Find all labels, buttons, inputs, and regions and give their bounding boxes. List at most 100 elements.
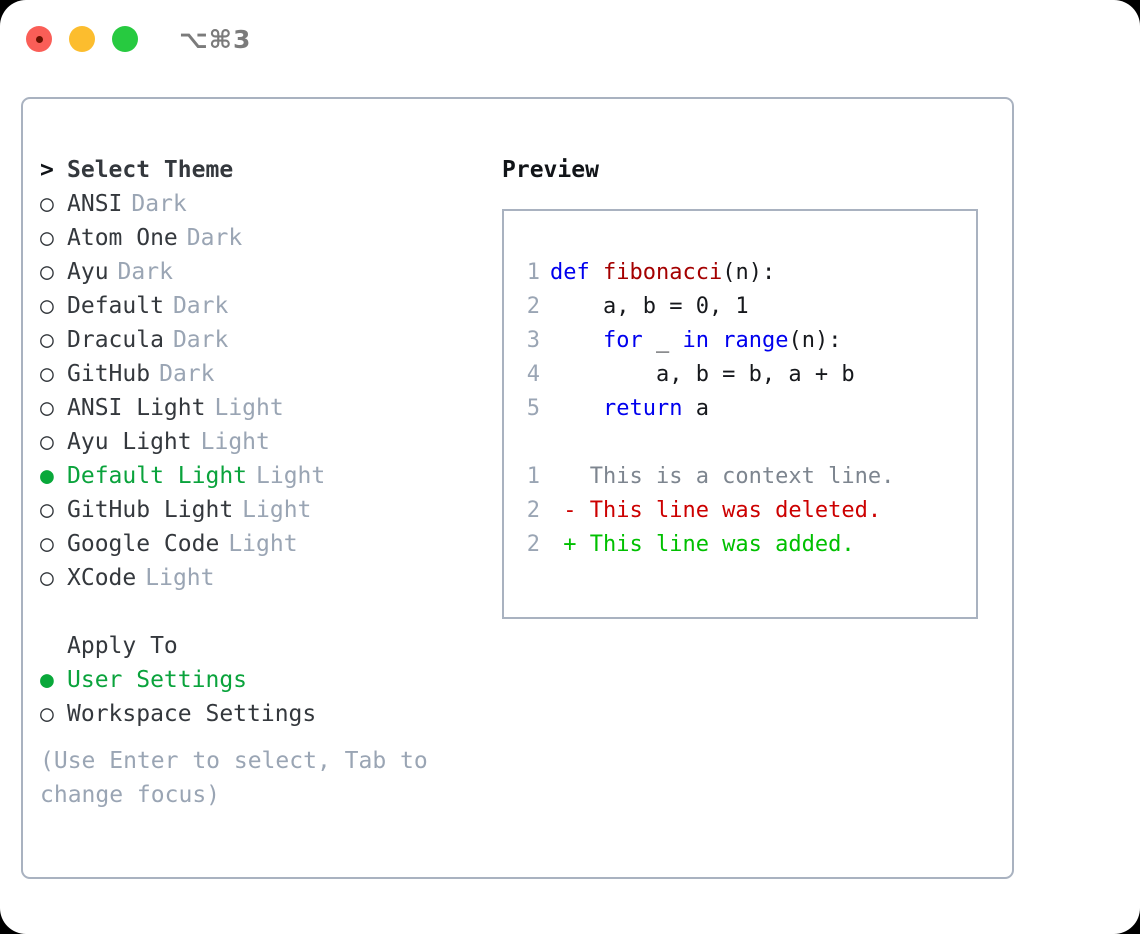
theme-category-label: Light [228, 531, 298, 557]
code-token-kw: def [550, 260, 603, 285]
theme-name-label: Ayu [67, 259, 109, 285]
preview-title: Preview [502, 157, 599, 183]
line-number: 1 [526, 464, 540, 489]
code-diff-spacer [504, 426, 976, 460]
apply-to-header: Apply To [40, 629, 480, 663]
line-number: 4 [526, 362, 540, 387]
code-line: 3 for _ in range(n): [504, 324, 976, 358]
code-token-plain: (n): [788, 328, 842, 353]
radio-unselected-icon: ○ [40, 429, 54, 455]
theme-category-label: Light [242, 497, 312, 523]
code-token-plain: _ [642, 328, 683, 353]
radio-selected-icon: ● [40, 463, 54, 489]
line-number: 2 [526, 498, 540, 523]
code-line-text: - This line was deleted. [550, 494, 881, 528]
theme-category-label: Light [256, 463, 326, 489]
theme-picker-title: Select Theme [67, 157, 234, 183]
radio-unselected-icon: ○ [40, 327, 54, 353]
theme-name-label: Default Light [67, 463, 248, 489]
code-token-plain [550, 396, 603, 421]
theme-list-item[interactable]: ● Default Light Light [40, 459, 480, 493]
diff-line: 2 - This line was deleted. [504, 494, 976, 528]
radio-unselected-icon: ○ [40, 531, 54, 557]
theme-category-label: Dark [131, 191, 187, 217]
radio-unselected-icon: ○ [40, 361, 54, 387]
code-line-text: return a [550, 392, 709, 426]
theme-name-label: GitHub [67, 361, 151, 387]
theme-list-item[interactable]: ○ Atom One Dark [40, 221, 480, 255]
code-token-kw: range [722, 328, 789, 353]
theme-name-label: Default [67, 293, 164, 319]
code-token-add: + This line was added. [550, 532, 855, 557]
code-line-text: This is a context line. [550, 460, 895, 494]
maximize-icon[interactable] [112, 26, 138, 52]
code-line-text: a, b = 0, 1 [550, 290, 749, 324]
diff-sample: 1 This is a context line.2 - This line w… [504, 460, 976, 562]
theme-name-label: Ayu Light [67, 429, 192, 455]
theme-name-label: GitHub Light [67, 497, 234, 523]
theme-list-item[interactable]: ○ GitHub Light Light [40, 493, 480, 527]
code-token-plain [550, 328, 603, 353]
code-token-del: - This line was deleted. [550, 498, 882, 523]
theme-list-item[interactable]: ○ Dracula Dark [40, 323, 480, 357]
theme-name-label: XCode [67, 565, 137, 591]
code-line-text: a, b = b, a + b [550, 358, 855, 392]
radio-unselected-icon: ○ [40, 395, 54, 421]
theme-name-label: Dracula [67, 327, 164, 353]
theme-name-label: ANSI [67, 191, 123, 217]
radio-unselected-icon: ○ [40, 497, 54, 523]
keyboard-hint-text: (Use Enter to select, Tab to change focu… [40, 748, 442, 808]
code-line: 4 a, b = b, a + b [504, 358, 976, 392]
diff-line: 2 + This line was added. [504, 528, 976, 562]
diff-line: 1 This is a context line. [504, 460, 976, 494]
code-token-ctx: This is a context line. [550, 464, 895, 489]
theme-list-item[interactable]: ○ GitHub Dark [40, 357, 480, 391]
code-line-text: def fibonacci(n): [550, 256, 775, 290]
code-line: 2 a, b = 0, 1 [504, 290, 976, 324]
apply-to-option[interactable]: ●User Settings [40, 663, 480, 697]
theme-category-label: Dark [186, 225, 243, 251]
apply-to-option[interactable]: ○ Workspace Settings [40, 697, 480, 731]
radio-unselected-icon: ○ [40, 225, 54, 251]
line-number: 5 [526, 396, 540, 421]
line-number: 2 [526, 532, 540, 557]
code-token-plain: a [682, 396, 709, 421]
code-token-plain [709, 328, 722, 353]
window-titlebar: ⌥⌘3 [0, 0, 1140, 78]
keyboard-shortcut-label: ⌥⌘3 [179, 24, 252, 54]
list-spacer [40, 595, 480, 629]
minimize-icon[interactable] [69, 26, 95, 52]
theme-category-label: Dark [159, 361, 215, 387]
code-line: 5 return a [504, 392, 976, 426]
close-icon[interactable] [26, 26, 52, 52]
radio-selected-icon: ● [40, 667, 54, 693]
theme-category-label: Light [200, 429, 270, 455]
theme-category-label: Dark [172, 327, 229, 353]
theme-list-item[interactable]: ○ Ayu Light Light [40, 425, 480, 459]
apply-to-title: Apply To [67, 633, 178, 659]
code-token-kw: return [602, 396, 683, 421]
radio-unselected-icon: ○ [40, 565, 54, 591]
code-token-fn: fibonacci [602, 260, 723, 285]
line-number: 2 [526, 294, 540, 319]
code-token-plain: a, b = 0, 1 [550, 294, 749, 319]
radio-unselected-icon: ○ [40, 701, 54, 727]
code-token-plain: a, b = b, a + b [550, 362, 855, 387]
theme-name-label: Atom One [67, 225, 178, 251]
apply-to-option-label: Workspace Settings [67, 701, 317, 727]
theme-name-label: ANSI Light [67, 395, 206, 421]
line-number: 3 [526, 328, 540, 353]
code-token-plain: (n): [722, 260, 776, 285]
